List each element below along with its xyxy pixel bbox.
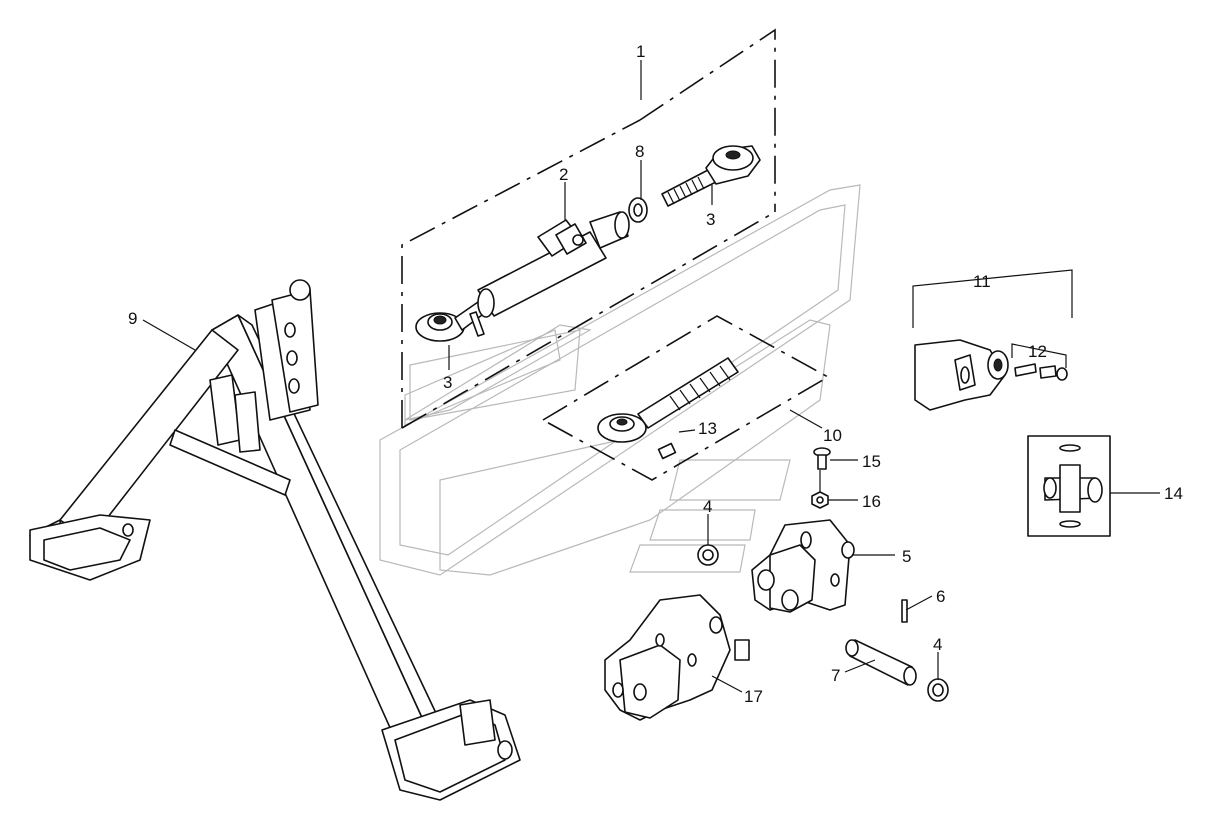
bracket-part-17: [604, 594, 750, 721]
callout-labels: 1 2 8 3 3 9 11 12 13 10 15 16 14 4 5 6 4…: [128, 42, 1183, 706]
pin-part-7: [845, 599, 917, 686]
callout-9: 9: [128, 309, 137, 328]
callout-16: 16: [862, 492, 881, 511]
callout-12: 12: [1028, 342, 1047, 361]
callout-17: 17: [744, 687, 763, 706]
callout-13: 13: [698, 419, 717, 438]
a-frame-part-9: [29, 279, 521, 801]
callout-10: 10: [823, 426, 842, 445]
assembly-1-boundary: [401, 28, 776, 429]
callout-8: 8: [635, 142, 644, 161]
callout-3-lower: 3: [443, 373, 452, 392]
top-link-turnbuckle: [415, 145, 761, 342]
callout-15: 15: [862, 452, 881, 471]
rod-end-part-10: [597, 357, 739, 460]
callout-2: 2: [559, 165, 568, 184]
callout-11: 11: [973, 272, 991, 291]
leader-lines: [142, 60, 1160, 693]
bolt-and-nut: [811, 447, 831, 509]
callout-4-right: 4: [933, 635, 942, 654]
assembly-10-boundary: [541, 315, 830, 481]
cross-journal-part-14: [1027, 435, 1111, 537]
callout-4-left: 4: [703, 497, 712, 516]
callout-7: 7: [831, 666, 840, 685]
callout-14: 14: [1164, 484, 1183, 503]
callout-3-upper: 3: [706, 210, 715, 229]
callout-1: 1: [636, 42, 645, 61]
callout-6: 6: [936, 587, 945, 606]
yoke-part-11: [914, 339, 1068, 411]
washers-part-4: [697, 544, 949, 702]
bracket-part-5: [751, 519, 855, 613]
callout-5: 5: [902, 547, 911, 566]
